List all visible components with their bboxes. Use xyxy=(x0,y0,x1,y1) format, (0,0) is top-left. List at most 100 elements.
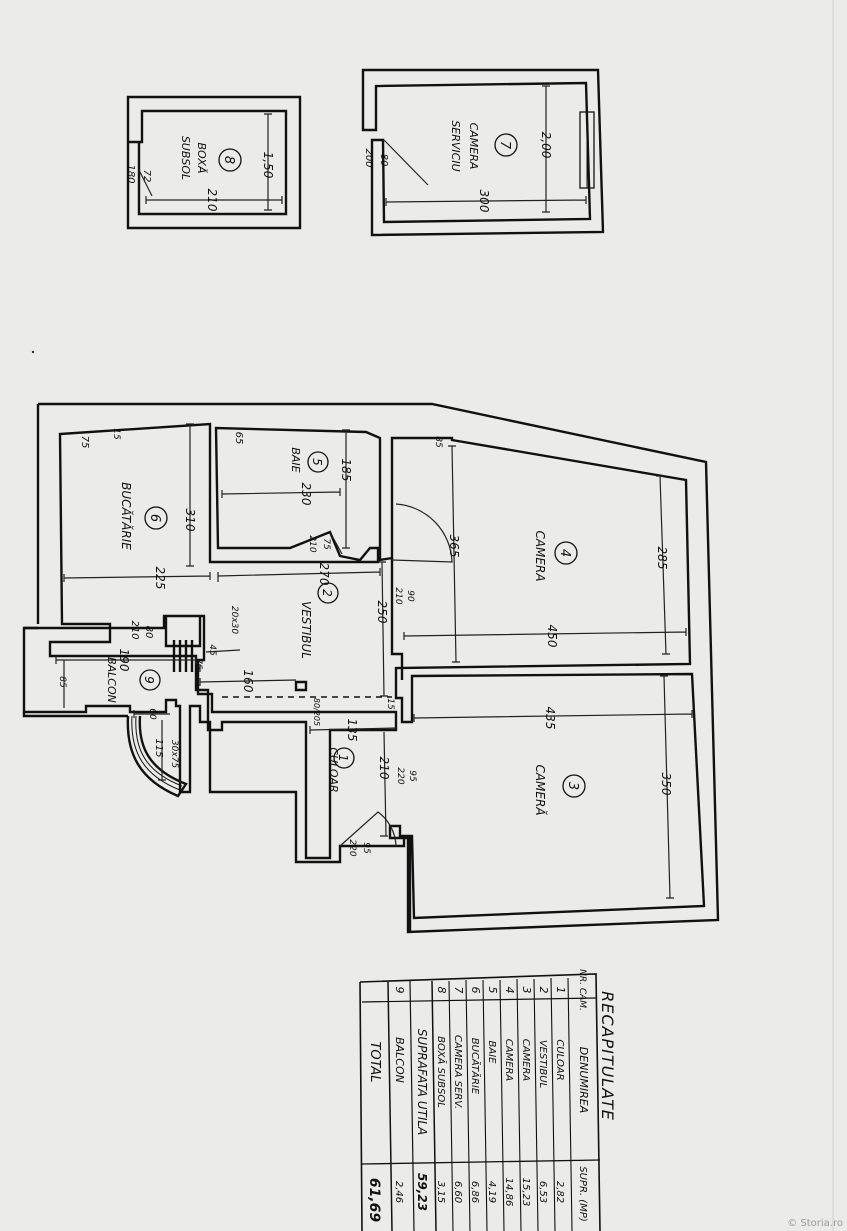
room-7-name-line2: SERVICIU xyxy=(449,120,462,171)
dim-r5-width: 230 xyxy=(299,483,313,506)
dim-b-window: 30x75 xyxy=(169,740,179,769)
dim-v-45: 45 xyxy=(207,644,217,656)
dim-b-60: 60 xyxy=(147,708,157,720)
table-row-nr: 1 xyxy=(554,987,567,994)
room-8-number: 8 xyxy=(221,156,236,164)
room-4-name: CAMERA xyxy=(533,530,547,581)
dim-v-steps: 20x30 xyxy=(229,606,239,635)
dim-v-160: 160 xyxy=(241,670,255,693)
dim-v-75: 75 xyxy=(193,658,203,670)
table-row-nr: 6 xyxy=(469,987,482,994)
room-3-camera: 3 CAMERĂ 435 350 xyxy=(413,675,693,899)
room-5-baie: 5 BAIE 230 185 65 75 210 xyxy=(221,429,353,553)
table-row-area: 2,46 xyxy=(393,1181,404,1203)
stray-dot xyxy=(31,350,35,354)
room-4-camera: 4 CAMERA 365 285 450 85 xyxy=(403,436,687,663)
dim-c-height: 210 xyxy=(377,757,391,780)
dim-b-height: 85 xyxy=(57,676,67,688)
table-header-nr: NR. CAM. xyxy=(577,969,587,1011)
room-8-name-line1: BOXĂ xyxy=(195,143,208,174)
dim-v-kitchen-door-b: 210 xyxy=(129,620,140,639)
dim-r6-corner-a: 75 xyxy=(79,436,90,449)
table-row-name: VESTIBUL xyxy=(537,1040,548,1088)
room-5-name: BAIE xyxy=(289,447,302,472)
table-header-area: SUPR. (MP) xyxy=(577,1166,588,1221)
room-5-number: 5 xyxy=(310,458,324,466)
table-total-value: 61,69 xyxy=(366,1178,382,1223)
dim-r8-height: 1,50 xyxy=(261,152,275,179)
room-6-bucatarie: 6 BUCĂTĂRIE 310 225 75 15 xyxy=(63,423,219,589)
table-row-name: CULOAR xyxy=(554,1039,565,1080)
table-row-name: CAMERA xyxy=(503,1039,514,1082)
table-row-area: 14,86 xyxy=(503,1178,514,1207)
dim-c-door-b: 220 xyxy=(395,767,405,784)
dim-v-height: 250 xyxy=(375,601,389,624)
table-row-area: 15,23 xyxy=(520,1178,531,1207)
room-7-name-line1: CAMERA xyxy=(467,123,480,170)
room-9-name: BALCON xyxy=(105,657,118,703)
room-3-name: CAMERĂ xyxy=(533,764,548,815)
dim-b-width: 190 xyxy=(117,649,131,672)
table-row-name: CAMERA SERV. xyxy=(452,1035,463,1109)
dim-r4-corner: 85 xyxy=(433,436,443,448)
dim-r4-height-right: 285 xyxy=(655,547,669,570)
table-row-nr: 8 xyxy=(435,987,448,994)
room-3-number: 3 xyxy=(565,782,580,790)
room-4-number: 4 xyxy=(557,549,572,557)
room-2-name: VESTIBUL xyxy=(299,601,313,659)
dim-r4-width: 450 xyxy=(545,625,559,648)
room-1-number: 1 xyxy=(336,754,350,762)
balcon-bay xyxy=(126,715,188,798)
recap-table-text: NR. CAM. DENUMIREA SUPR. (MP) 1 CULOAR 2… xyxy=(366,969,590,1222)
dim-c-entry-door-a: 95 xyxy=(361,842,371,854)
table-row-area: 2,82 xyxy=(554,1181,565,1203)
dim-v-kitchen-door-a: 80 xyxy=(143,626,154,639)
room-6-number: 6 xyxy=(147,514,162,522)
dim-b-115: 115 xyxy=(153,738,164,757)
dim-r4-height-left: 365 xyxy=(447,535,461,558)
table-row-area: 6,86 xyxy=(469,1181,480,1203)
table-row-nr: 9 xyxy=(393,987,406,994)
dim-r5-door-b: 210 xyxy=(307,535,317,552)
dim-c-door-a: 95 xyxy=(407,770,417,782)
table-total-label: TOTAL xyxy=(367,1041,382,1082)
recap-table-title: RECAPITULATE xyxy=(598,991,617,1121)
dim-r8-width: 210 xyxy=(205,189,219,212)
table-row-name: BUCĂTĂRIE xyxy=(469,1038,482,1095)
dim-r5-height: 185 xyxy=(339,459,353,482)
room-1-culoar: 1 CULOAR 135 210 95 220 95 220 xyxy=(309,719,417,857)
room-7-number: 7 xyxy=(497,141,512,150)
table-row-area: 3,15 xyxy=(435,1181,446,1203)
dim-r6-corner-b: 15 xyxy=(111,428,121,440)
table-row-nr: 3 xyxy=(520,987,533,994)
room-2-number: 2 xyxy=(320,589,334,597)
table-header-name: DENUMIREA xyxy=(577,1047,590,1114)
table-subtotal-value: 59,23 xyxy=(415,1173,429,1211)
room-9-number: 9 xyxy=(142,676,156,684)
table-row-name: BOXĂ SUBSOL xyxy=(435,1036,448,1108)
table-row-area: 6,53 xyxy=(537,1181,548,1203)
dim-r5-door-a: 75 xyxy=(321,538,331,550)
internal-walls xyxy=(164,558,404,698)
dim-c-width: 135 xyxy=(345,719,359,742)
dim-c-entry-door-b: 220 xyxy=(347,839,357,856)
room-8-boxa-subsol: 8 BOXĂ SUBSOL 210 1,50 72 180 xyxy=(125,95,302,230)
dim-r7-width: 300 xyxy=(477,190,491,213)
table-row-nr: 2 xyxy=(537,987,550,994)
room-1-name: CULOAR xyxy=(327,747,340,792)
door-swings xyxy=(329,503,453,847)
dim-r7-door-b: 200 xyxy=(363,148,374,167)
dim-v-door-a: 90 xyxy=(405,590,415,602)
dim-r3-height: 350 xyxy=(659,773,673,796)
table-row-name: CAMERA xyxy=(520,1039,531,1082)
table-row-area: 6,60 xyxy=(452,1181,463,1203)
dim-r8-door-b: 180 xyxy=(125,164,136,183)
dim-r3-width: 435 xyxy=(543,707,557,730)
dim-r7-height: 2,00 xyxy=(539,132,553,159)
table-row-name: BAIE xyxy=(486,1041,497,1065)
dim-v-15: 15 xyxy=(385,698,395,710)
room-9-balcon: 9 BALCON 190 85 60 115 30x75 xyxy=(55,649,197,781)
room-2-vestibul: 2 VESTIBUL 270 250 90 210 80 210 20x30 4… xyxy=(129,561,415,726)
room-7-camera-serviciu: 7 CAMERA SERVICIU 2,00 300 80 200 xyxy=(361,68,605,237)
